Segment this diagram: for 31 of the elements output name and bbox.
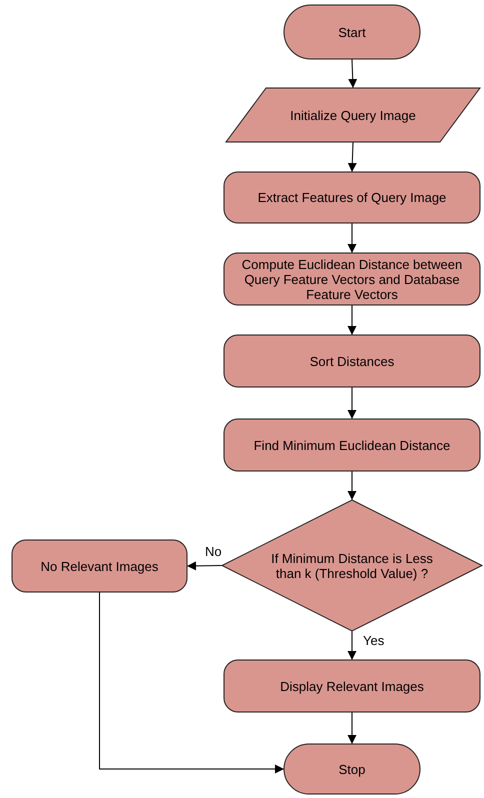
process-box	[224, 419, 480, 471]
node-text: Display Relevant Images	[280, 678, 424, 694]
node-text: Initialize Query Image	[289, 108, 417, 122]
process-box	[224, 172, 480, 223]
node-text: Compute Euclidean Distance between Query Feature Vectors and Database Feature Vectors	[240, 256, 464, 302]
decision-diamond	[222, 500, 482, 631]
arrow	[348, 386, 356, 420]
node-text: Find Minimum Euclidean Distance	[254, 438, 450, 452]
input-parallelogram	[226, 88, 480, 142]
arrow	[99, 592, 284, 774]
node-text: Extract Features of Query Image	[258, 190, 446, 205]
arrow	[348, 712, 356, 744]
arrow	[348, 470, 356, 500]
node-text: If Minimum Distance is Less than k (Threshold Value) ?	[270, 550, 434, 580]
process-box	[224, 335, 480, 387]
arrow	[348, 142, 357, 172]
edge-label: Yes	[362, 633, 386, 648]
node-text: Sort Distances	[310, 354, 394, 368]
terminal-shape	[284, 5, 420, 59]
process-box	[224, 253, 480, 305]
terminal-shape	[284, 744, 420, 794]
node-text: Stop	[338, 762, 366, 776]
node-text: Start	[338, 24, 366, 40]
arrow	[348, 58, 358, 88]
process-box	[12, 540, 187, 592]
arrow	[186, 561, 222, 570]
process-box	[224, 660, 480, 712]
arrow	[348, 222, 356, 254]
arrow	[348, 630, 356, 660]
node-text: No Relevant Images	[40, 558, 158, 574]
arrow	[348, 304, 356, 336]
